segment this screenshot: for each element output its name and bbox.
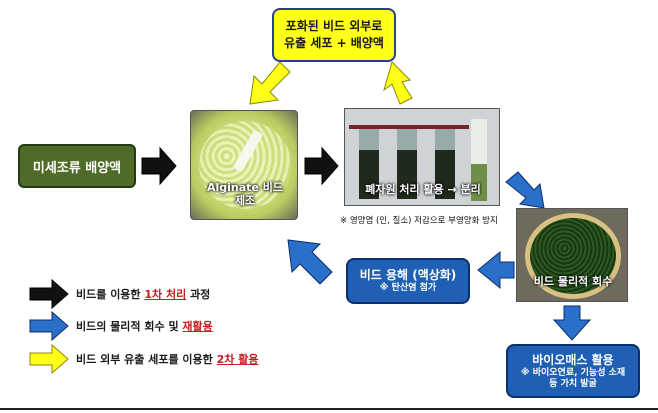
yellow-arrow-to-alginate bbox=[249, 61, 291, 105]
legend-recovery-reuse: 비드의 물리적 회수 및 재활용 bbox=[76, 320, 213, 333]
outflow-line2: 유출 세포 + 배양액 bbox=[284, 36, 384, 50]
black-arrow-to-alginate bbox=[141, 146, 177, 186]
wastewater-treatment-photo: 폐자원 처리 활용 → 분리 bbox=[344, 108, 500, 206]
legend-yellow-arrow bbox=[29, 343, 69, 375]
legend-black-arrow bbox=[29, 278, 69, 310]
column-3 bbox=[435, 129, 455, 199]
outflow-line1: 포화된 비드 외부로 bbox=[285, 19, 383, 33]
legend-primary-treatment: 비드를 이용한 1차 처리 과정 bbox=[76, 288, 211, 301]
culture-label: 미세조류 배양액 bbox=[32, 160, 122, 176]
alginate-label: Alginate 비드 제조 bbox=[207, 181, 283, 207]
legend-secondary-use: 비드 외부 유출 세포를 이용한 2차 활용 bbox=[76, 353, 259, 366]
bead-dissolve-box: 비드 용해 (액상화) ※ 탄산염 첨가 bbox=[346, 258, 470, 304]
nutrient-reduction-note: ※ 영양염 (인, 질소) 저감으로 부영양화 방지 bbox=[340, 216, 498, 226]
bottom-divider bbox=[0, 408, 658, 410]
biomass-note2: 등 가치 발굴 bbox=[549, 378, 597, 389]
microalgae-culture-box: 미세조류 배양액 bbox=[18, 144, 136, 188]
blue-arrow-to-biomass bbox=[552, 305, 592, 341]
yellow-arrow-to-yellowbox bbox=[383, 61, 413, 105]
recovery-label: 비드 물리적 회수 bbox=[533, 275, 613, 288]
blue-arrow-to-alginate bbox=[287, 239, 333, 285]
black-arrow-to-treatment bbox=[304, 146, 339, 186]
biomass-note1: ※ 바이오연료, 기능성 소재 bbox=[520, 367, 626, 378]
column-2 bbox=[397, 129, 417, 199]
separation-tube bbox=[471, 119, 487, 201]
blue-arrow-to-dissolve bbox=[477, 250, 515, 290]
clamp-bar bbox=[349, 125, 469, 129]
biomass-title: 바이오매스 활용 bbox=[532, 352, 614, 367]
bead-recovery-photo: 비드 물리적 회수 bbox=[516, 208, 628, 302]
outflow-cells-box: 포화된 비드 외부로 유출 세포 + 배양액 bbox=[272, 8, 396, 62]
column-1 bbox=[359, 129, 379, 199]
alginate-bead-photo: Alginate 비드 제조 bbox=[190, 110, 298, 220]
dish-beads bbox=[530, 218, 616, 294]
biomass-use-box: 바이오매스 활용 ※ 바이오연료, 기능성 소재 등 가치 발굴 bbox=[506, 344, 640, 398]
blue-arrow-to-recovery bbox=[505, 171, 545, 209]
treatment-label: 폐자원 처리 활용 → 분리 bbox=[365, 183, 481, 196]
dissolve-title: 비드 용해 (액상화) bbox=[359, 268, 457, 282]
dissolve-note: ※ 탄산염 첨가 bbox=[379, 283, 437, 293]
legend-blue-arrow bbox=[29, 310, 69, 342]
